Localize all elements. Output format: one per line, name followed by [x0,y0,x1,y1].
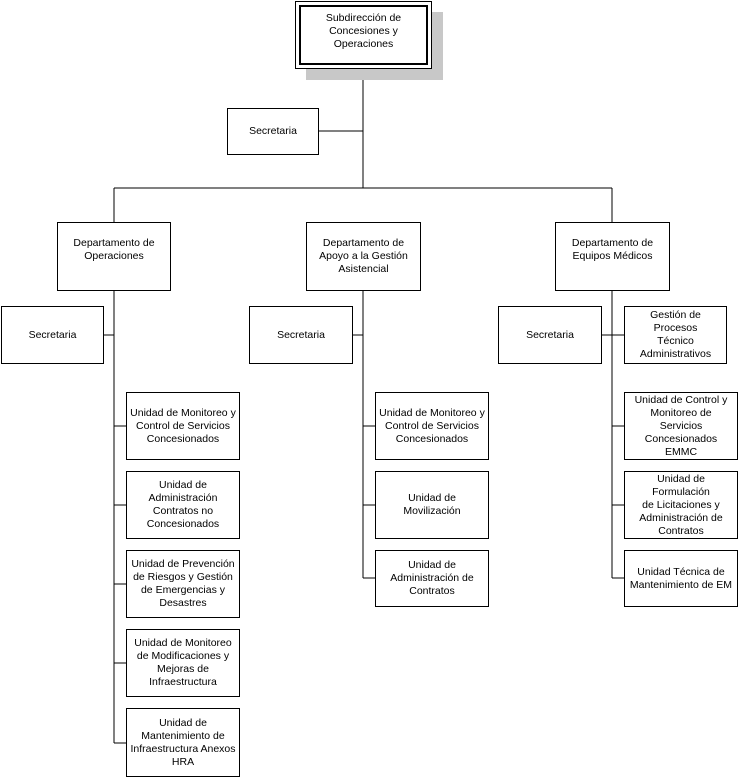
secretaria-box-root: Secretaria [227,108,319,155]
secretaria-box-apoyo-gestion: Secretaria [249,306,353,364]
unit-box: Unidad de Monitoreo y Control de Servici… [375,392,489,460]
unit-box: Unidad de Control y Monitoreo de Servici… [624,392,738,460]
secretaria-box-equipos-medicos: Secretaria [498,306,602,364]
unit-box: Unidad de Movilización [375,471,489,539]
unit-box: Unidad de Formulación de Licitaciones y … [624,471,738,539]
unit-box: Unidad de Monitoreo y Control de Servici… [126,392,240,460]
secretaria-box-operaciones: Secretaria [1,306,104,364]
unit-box: Unidad de Monitoreo de Modificaciones y … [126,629,240,697]
department-box-equipos-medicos: Departamento de Equipos Médicos [555,222,670,291]
unit-box: Unidad de Mantenimiento de Infraestructu… [126,708,240,777]
department-box-operaciones: Departamento de Operaciones [57,222,171,291]
department-box-apoyo-gestion: Departamento de Apoyo a la Gestión Asist… [306,222,421,291]
root-box-label: Subdirección de Concesiones y Operacione… [299,5,428,65]
unit-box: Unidad de Administración Contratos no Co… [126,471,240,539]
unit-box-gestion-procesos: Gestión de Procesos Técnico Administrati… [624,306,727,364]
unit-box: Unidad de Prevención de Riesgos y Gestió… [126,550,240,618]
unit-box: Unidad de Administración de Contratos [375,550,489,607]
unit-box: Unidad Técnica de Mantenimiento de EM [624,550,738,607]
